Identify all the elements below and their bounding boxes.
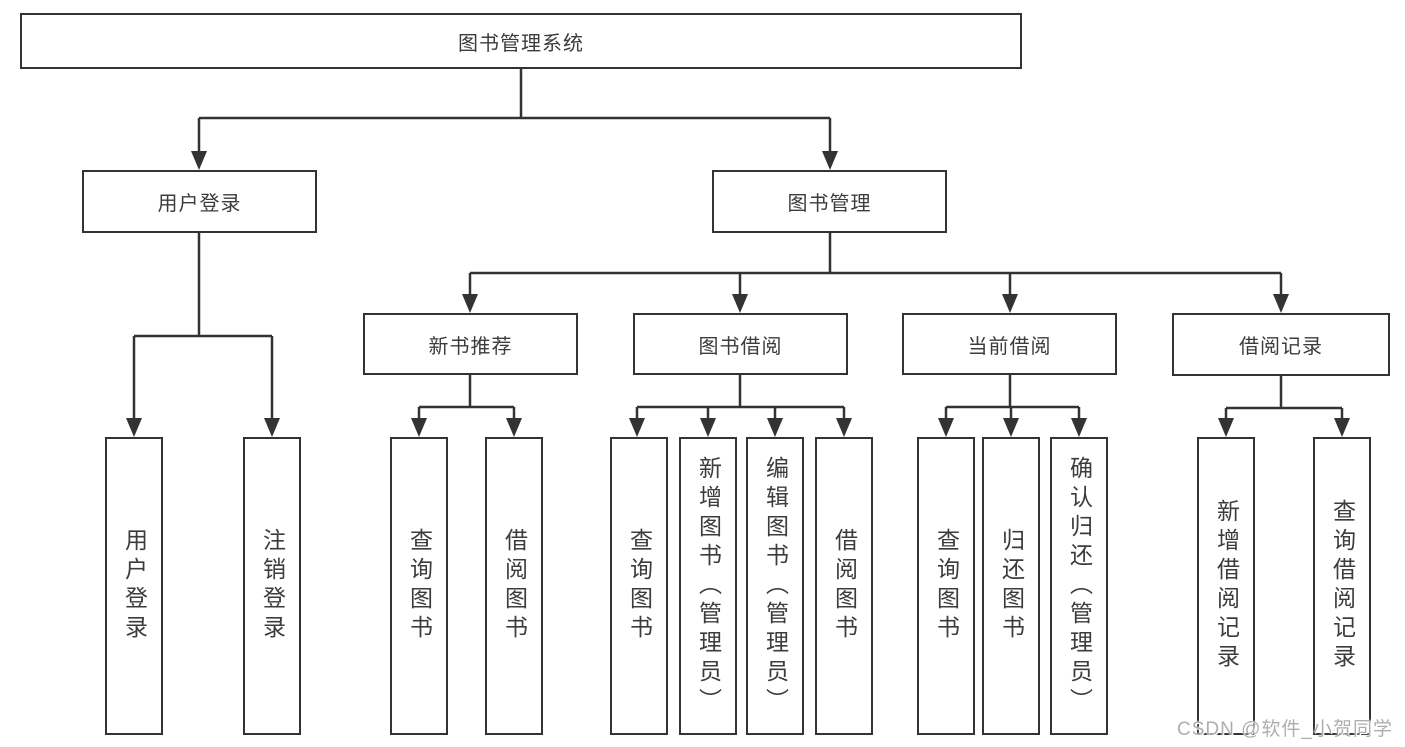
node-root-library-management-system: 图书管理系统 — [20, 13, 1022, 69]
leaf-add-books-admin-label: 新增图书（管理员） — [695, 455, 722, 717]
leaf-recommend-query-books-label: 查询图书 — [406, 528, 433, 644]
leaf-logout: 注销登录 — [243, 437, 301, 735]
node-borrow-records-label: 借阅记录 — [1239, 336, 1323, 358]
leaf-add-books-admin: 新增图书（管理员） — [679, 437, 737, 735]
node-new-book-recommend: 新书推荐 — [363, 313, 578, 375]
node-borrow-records: 借阅记录 — [1172, 313, 1390, 376]
node-current-borrow-label: 当前借阅 — [967, 335, 1052, 358]
leaf-borrow-query-books: 查询图书 — [610, 437, 668, 735]
leaf-user-login: 用户登录 — [105, 437, 163, 735]
leaf-add-borrow-record: 新增借阅记录 — [1197, 437, 1255, 735]
leaf-edit-books-admin: 编辑图书（管理员） — [746, 437, 804, 735]
node-book-borrow: 图书借阅 — [633, 313, 848, 375]
arrowheads — [126, 151, 1350, 437]
node-user-login-label: 用户登录 — [157, 193, 242, 215]
leaf-recommend-borrow-books: 借阅图书 — [485, 437, 543, 735]
leaf-current-query-books: 查询图书 — [917, 437, 975, 735]
node-root-label: 图书管理系统 — [458, 32, 584, 55]
leaf-confirm-return-admin-label: 确认归还（管理员） — [1066, 455, 1093, 717]
leaf-edit-books-admin-label: 编辑图书（管理员） — [762, 455, 789, 717]
leaf-return-books: 归还图书 — [982, 437, 1040, 735]
leaf-confirm-return-admin: 确认归还（管理员） — [1050, 437, 1108, 735]
leaf-borrow-books-label: 借阅图书 — [831, 528, 858, 644]
leaf-return-books-label: 归还图书 — [998, 528, 1025, 644]
leaf-recommend-borrow-books-label: 借阅图书 — [501, 528, 528, 644]
leaf-recommend-query-books: 查询图书 — [390, 437, 448, 735]
csdn-watermark: CSDN @软件_小贺同学 — [1177, 719, 1393, 740]
leaf-add-borrow-record-label: 新增借阅记录 — [1213, 499, 1240, 673]
node-book-borrow-label: 图书借阅 — [698, 335, 783, 358]
node-user-login: 用户登录 — [82, 170, 317, 233]
leaf-query-borrow-record: 查询借阅记录 — [1313, 437, 1371, 735]
leaf-logout-label: 注销登录 — [259, 528, 286, 644]
leaf-current-query-books-label: 查询图书 — [933, 528, 960, 644]
node-book-management: 图书管理 — [712, 170, 947, 233]
leaf-borrow-query-books-label: 查询图书 — [626, 528, 653, 644]
leaf-user-login-label: 用户登录 — [121, 528, 148, 644]
node-current-borrow: 当前借阅 — [902, 313, 1117, 375]
leaf-borrow-books: 借阅图书 — [815, 437, 873, 735]
node-book-management-label: 图书管理 — [787, 193, 872, 215]
leaf-query-borrow-record-label: 查询借阅记录 — [1329, 499, 1356, 673]
node-new-book-recommend-label: 新书推荐 — [428, 335, 513, 358]
